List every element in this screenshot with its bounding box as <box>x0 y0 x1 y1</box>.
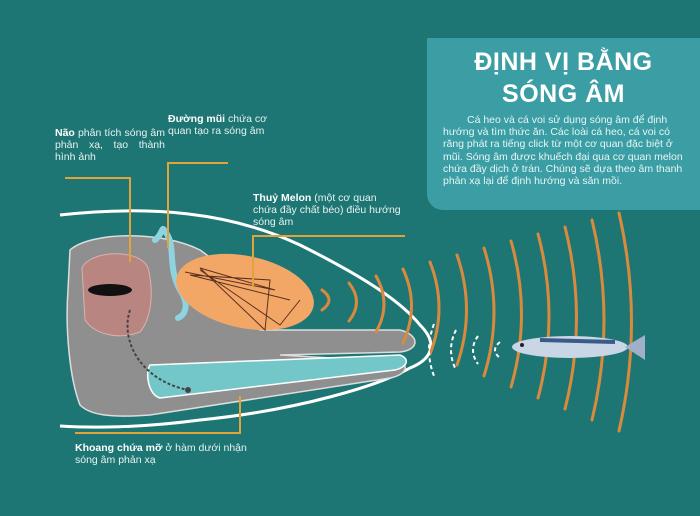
sound-wave-arc <box>617 211 633 433</box>
sound-wave-arc <box>482 246 496 378</box>
echo-wave-arc <box>450 329 457 371</box>
label-melon: Thuỷ Melon (một cơ quan chứa đầy chất bé… <box>253 192 401 228</box>
sound-wave-arc <box>401 267 413 345</box>
prey-fish <box>512 335 645 360</box>
label-nasal: Đường mũi chứa cơ quan tạo ra sóng âm <box>168 113 268 137</box>
fish-silhouette-icon <box>88 284 132 296</box>
echo-wave-arc <box>472 335 479 365</box>
sound-wave-arc <box>374 274 386 334</box>
jaw-fat-channel <box>147 354 408 399</box>
callout-lines <box>65 162 405 434</box>
sound-wave-arc <box>320 288 331 312</box>
sound-wave-arc <box>347 281 358 323</box>
sound-wave-arc <box>428 260 441 356</box>
brain-arrow <box>126 309 189 391</box>
melon <box>176 253 314 331</box>
echo-wave-arc <box>494 341 501 359</box>
sound-wave-arc <box>509 239 523 389</box>
label-jaw-fat: Khoang chứa mỡ ở hàm dưới nhận sóng âm p… <box>75 442 247 466</box>
arrow-dot <box>185 387 191 393</box>
sound-wave-arc <box>455 253 468 367</box>
nasal-passage <box>152 226 189 321</box>
label-brain: Não phân tích sóng âm phản xạ, tạo thành… <box>55 127 165 163</box>
head-outline <box>59 209 433 429</box>
sound-wave-arc <box>563 225 578 411</box>
sound-waves <box>320 211 633 433</box>
sound-wave-arc <box>590 218 606 422</box>
sound-wave-arc <box>536 232 551 400</box>
panel-body: Cá heo và cá voi sử dụng sóng âm để định… <box>443 114 683 188</box>
sound-path-lines <box>184 267 301 332</box>
